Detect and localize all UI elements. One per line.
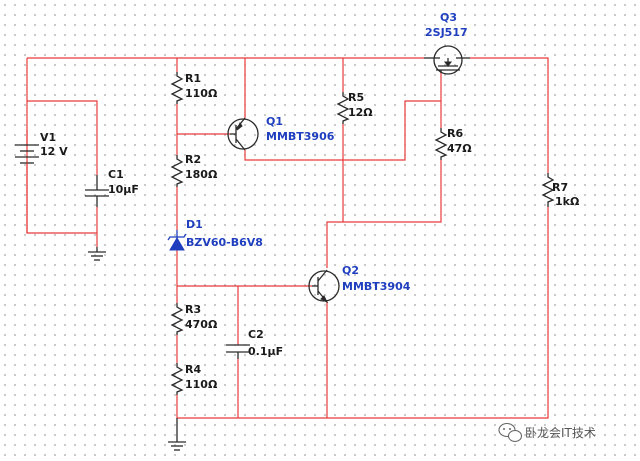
ground-symbol-bottom xyxy=(168,418,186,451)
q1-value: MMBT3906 xyxy=(266,130,335,143)
r7-ref: R7 xyxy=(552,181,568,194)
zener-diode-d1: D1 BZV60-B6V8 xyxy=(167,218,263,251)
resistor-r4: R4 110Ω xyxy=(170,363,218,395)
r2-value: 180Ω xyxy=(185,168,218,181)
c2-value: 0.1µF xyxy=(248,345,283,358)
resistor-r6: R6 47Ω xyxy=(434,127,472,160)
battery-v1: V1 12 V xyxy=(15,131,68,233)
watermark-text: 卧龙会IT技术 xyxy=(525,426,596,440)
r6-value: 47Ω xyxy=(447,142,472,155)
q3-value: 2SJ517 xyxy=(425,26,468,39)
d1-ref: D1 xyxy=(186,218,203,231)
q2-ref: Q2 xyxy=(342,264,359,277)
q3-ref: Q3 xyxy=(440,11,457,24)
wires xyxy=(26,57,549,419)
watermark: 卧龙会IT技术 xyxy=(498,422,596,443)
v1-value: 12 V xyxy=(40,145,68,158)
capacitor-c1: C1 10µF xyxy=(85,168,139,207)
resistor-r7: R7 1kΩ xyxy=(541,173,580,208)
v1-ref: V1 xyxy=(40,131,56,144)
r4-ref: R4 xyxy=(185,363,201,376)
mosfet-q3: Q3 2SJ517 xyxy=(424,11,470,75)
wechat-icon xyxy=(498,422,523,443)
r6-ref: R6 xyxy=(447,127,463,140)
r7-value: 1kΩ xyxy=(555,195,580,208)
r2-ref: R2 xyxy=(185,153,201,166)
q1-ref: Q1 xyxy=(266,115,283,128)
resistor-r5: R5 12Ω xyxy=(336,91,373,124)
r5-value: 12Ω xyxy=(348,106,373,119)
q2-value: MMBT3904 xyxy=(342,280,411,293)
resistor-r2: R2 180Ω xyxy=(170,153,218,187)
transistor-q2-npn: Q2 MMBT3904 xyxy=(308,264,411,304)
r3-value: 470Ω xyxy=(185,318,218,331)
d1-value: BZV60-B6V8 xyxy=(186,236,263,249)
c2-ref: C2 xyxy=(248,328,264,341)
r1-value: 110Ω xyxy=(185,87,218,100)
c1-ref: C1 xyxy=(108,168,124,181)
c1-value: 10µF xyxy=(108,183,139,196)
capacitor-c2: C2 0.1µF xyxy=(226,328,283,359)
r3-ref: R3 xyxy=(185,303,201,316)
r4-value: 110Ω xyxy=(185,378,218,391)
r1-ref: R1 xyxy=(185,72,201,85)
transistor-q1-pnp: Q1 MMBT3906 xyxy=(227,115,335,151)
ground-symbol-left xyxy=(88,247,106,261)
r5-ref: R5 xyxy=(348,91,364,104)
resistor-r1: R1 110Ω xyxy=(170,72,218,104)
resistor-r3: R3 470Ω xyxy=(170,303,218,335)
